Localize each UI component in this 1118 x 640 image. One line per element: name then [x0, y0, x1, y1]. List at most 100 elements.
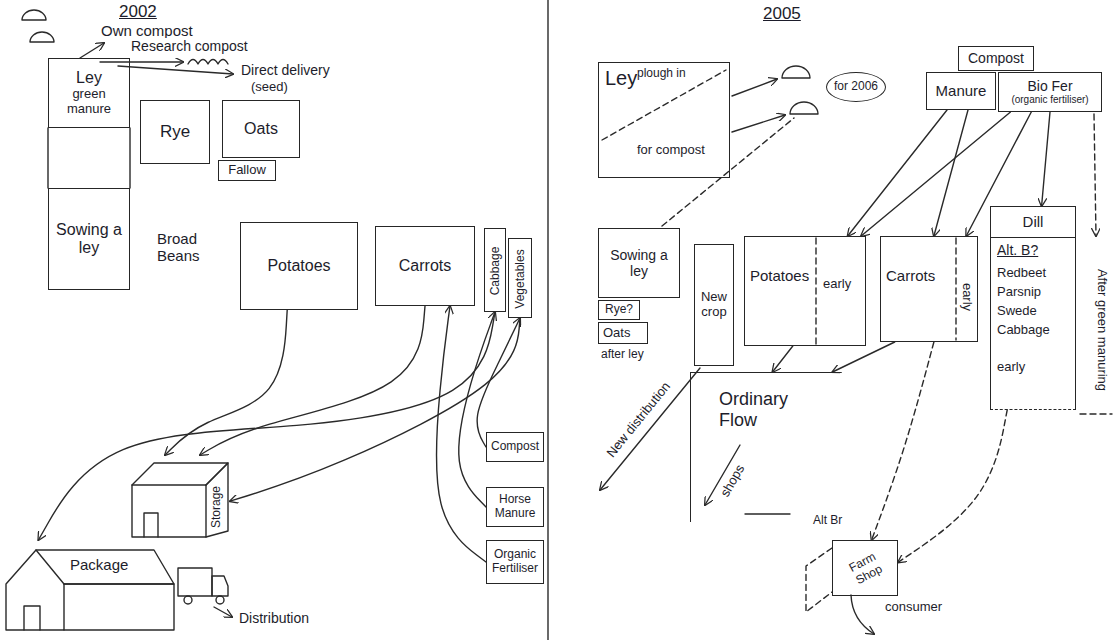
node-label: Cabbage — [489, 247, 503, 296]
node-note: after ley — [601, 348, 644, 362]
node-note: early — [997, 360, 1025, 375]
flow-arrow — [773, 346, 793, 372]
crop-box: Carrotsearly — [880, 236, 978, 342]
node-label: Storage — [210, 486, 224, 528]
input-box: Compost — [486, 432, 544, 462]
input-box: Manure — [926, 72, 996, 110]
input-box: Bio Fer(organic fertiliser) — [998, 72, 1102, 112]
node-label: Sowing a ley — [603, 247, 675, 279]
truck-wheel — [184, 596, 192, 604]
node-label: Dill — [1023, 213, 1044, 230]
dashed-divider — [815, 238, 816, 344]
node-label: Horse Manure — [489, 493, 541, 521]
node-label: Ordinary Flow — [719, 389, 819, 430]
compost-mound — [782, 66, 810, 78]
flow-arrow — [848, 110, 947, 236]
outline-stroke — [64, 584, 174, 630]
year-heading: 2002 — [118, 2, 158, 22]
crop-box: Potatoes — [240, 222, 358, 310]
leader-arrow — [732, 79, 777, 96]
node-label: Compost — [491, 440, 539, 454]
leader-arrow — [118, 66, 233, 74]
flow-region: Ordinary Flow — [690, 372, 840, 522]
node-label: New crop — [697, 290, 731, 320]
crop-box: Rye? — [598, 300, 640, 320]
crop-label: Broad Beans — [156, 230, 224, 265]
dashed-bracket — [1080, 413, 1112, 414]
leader-arrow — [214, 607, 232, 617]
crop-box: Alt. B? RedbeetParsnipSwedeCabbage early — [990, 238, 1076, 410]
node-label: Carrots — [399, 257, 451, 275]
node-note: early — [960, 283, 975, 311]
flow-stroke — [745, 513, 790, 514]
node-label: Oats — [244, 120, 278, 138]
field-outline — [48, 128, 130, 188]
crop-box: Vegetables — [508, 238, 532, 318]
flow-arrow — [477, 318, 520, 447]
node-note: for compost — [637, 143, 705, 158]
node-note: Parsnip — [997, 285, 1041, 300]
truck-body — [178, 568, 212, 596]
flow-arrow — [872, 342, 934, 540]
note-oval: for 2006 — [826, 72, 886, 102]
outline-stroke — [132, 485, 206, 537]
crop-box: Carrots — [375, 226, 475, 306]
crop-box: Sowing a ley — [598, 228, 680, 298]
crop-box: Fallow — [218, 160, 276, 181]
outline-stroke — [24, 606, 40, 630]
node-note: Redbeet — [997, 266, 1046, 281]
node-label: Farm Shop — [840, 546, 892, 591]
node-label: Potatoes — [750, 267, 809, 284]
dashed-divider — [955, 238, 956, 340]
outline-stroke — [36, 550, 174, 584]
node-label: Fallow — [228, 163, 266, 178]
dashed-outline — [806, 548, 832, 612]
node-label: Alt. B? — [997, 242, 1038, 258]
crop-box: Sowing a ley — [48, 188, 130, 290]
storage-building: Storage — [130, 455, 230, 539]
flow-arrow — [459, 312, 495, 507]
flow-arrow — [898, 410, 1007, 562]
building-outline — [4, 540, 176, 632]
crop-box: Leyplough in for compost — [598, 62, 730, 178]
node-label: Ley — [76, 69, 102, 87]
crop-box: Oatsafter ley — [598, 322, 648, 344]
compost-mound — [22, 10, 46, 20]
compost-mound — [30, 32, 54, 42]
node-note: early — [823, 277, 851, 292]
node-label: Organic Fertiliser — [489, 548, 541, 576]
crop-box: Cabbage — [484, 228, 506, 312]
leader-arrow — [80, 43, 104, 58]
flow-arrow — [861, 112, 1010, 236]
note-label: consumer — [884, 600, 943, 615]
node-label: Manure — [936, 82, 987, 99]
leader-arrow — [732, 115, 785, 132]
node-note: Cabbage — [997, 323, 1050, 338]
flow-arrow — [436, 306, 486, 562]
node-note: Swede — [997, 304, 1037, 319]
leader-arrow — [600, 368, 700, 490]
crop-box: Leygreen manure — [48, 58, 130, 128]
compost-mound — [790, 102, 818, 114]
note-label: After green manuring — [1095, 268, 1110, 392]
node-label: Rye? — [605, 303, 633, 317]
divider-line — [547, 0, 548, 640]
node-note: plough in — [637, 67, 686, 81]
node-label: Ley — [605, 67, 637, 90]
dashed-leader — [662, 118, 794, 226]
input-box: Compost — [958, 46, 1034, 71]
node-note: (organic fertiliser) — [1011, 94, 1088, 106]
node-label: Vegetables — [514, 249, 528, 308]
package-building: Package — [4, 540, 176, 632]
outline-stroke — [132, 463, 228, 485]
node-label: Bio Fer — [1027, 78, 1072, 94]
flow-arrow — [966, 112, 1031, 236]
note-label: Distribution — [238, 610, 310, 626]
arrow-label: shops — [717, 461, 748, 500]
flow-arrow — [1042, 112, 1050, 206]
node-note: green manure — [53, 87, 125, 117]
input-box: Horse Manure — [486, 487, 544, 527]
flow-arrow — [200, 306, 425, 455]
flow-arrow — [833, 342, 895, 372]
